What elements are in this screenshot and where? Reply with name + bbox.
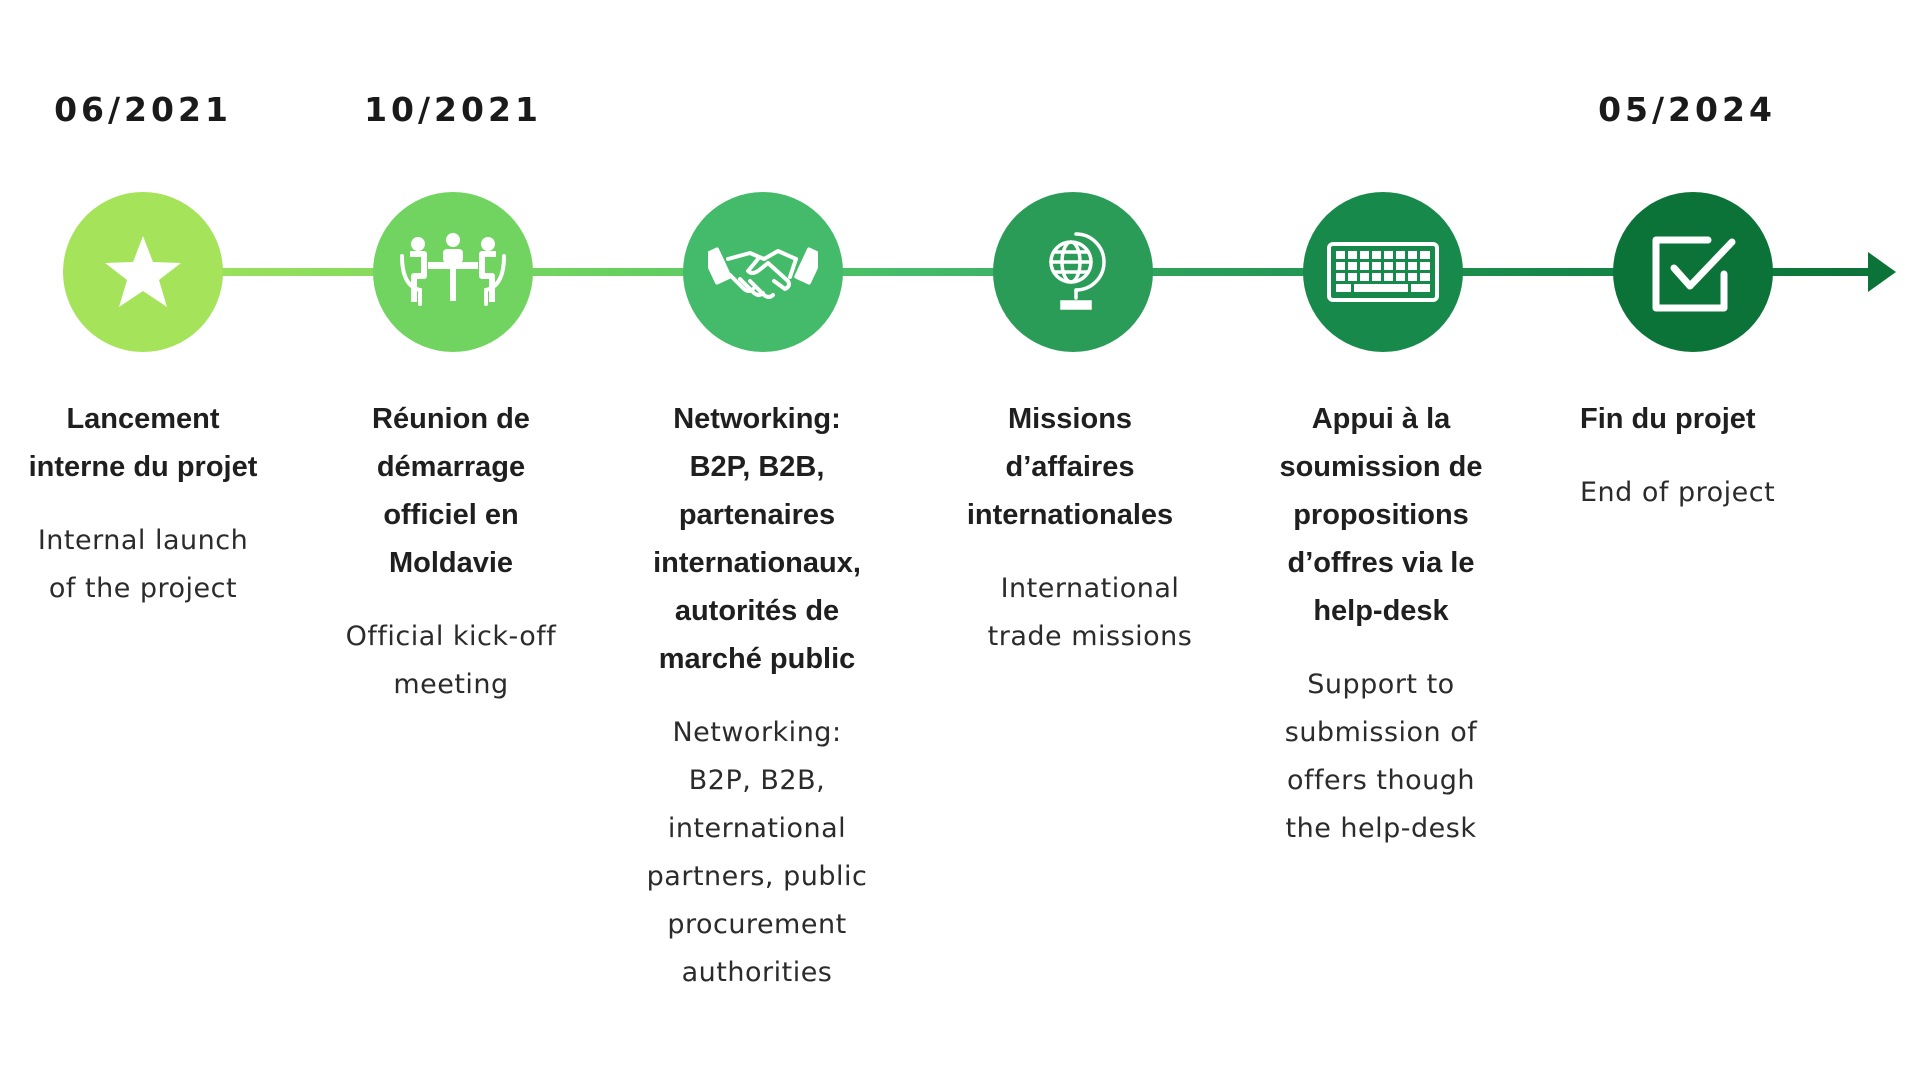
milestone-text-6: Fin du projet End of project — [1580, 395, 1840, 517]
milestone-title-4: Missions d’affaires internationales — [966, 403, 1174, 531]
milestone-desc-3: Networking: B2P, B2B, international part… — [646, 717, 868, 988]
milestone-node-6 — [1613, 192, 1773, 352]
handshake-icon — [708, 247, 818, 299]
meeting-table-icon — [400, 233, 506, 306]
milestone-text-1: Lancement interne du projet Internal lau… — [13, 395, 273, 613]
keyboard-icon — [1327, 242, 1439, 302]
milestone-node-2 — [373, 192, 533, 352]
milestone-node-3 — [683, 192, 843, 352]
globe-icon — [1049, 232, 1106, 310]
checkbox-icon — [1652, 236, 1736, 312]
milestone-title-2: Réunion de démarrage officiel en Moldavi… — [372, 403, 530, 579]
milestone-node-4 — [993, 192, 1153, 352]
milestone-title-1: Lancement interne du projet — [28, 403, 258, 483]
milestone-node-1 — [63, 192, 223, 352]
milestone-desc-6: End of project — [1580, 477, 1776, 508]
timeline-arrow-icon — [1868, 252, 1896, 292]
milestone-node-5 — [1303, 192, 1463, 352]
star-icon — [105, 236, 181, 307]
milestone-title-6: Fin du projet — [1580, 403, 1756, 435]
milestone-title-5: Appui à la soumission de propositions d’… — [1279, 403, 1483, 627]
date-label-6: 05/2024 — [1598, 90, 1776, 129]
milestone-desc-2: Official kick-off meeting — [345, 621, 557, 700]
date-label-2: 10/2021 — [364, 90, 542, 129]
milestone-text-3: Networking: B2P, B2B, partenaires intern… — [632, 395, 882, 997]
milestone-text-4: Missions d’affaires internationales Inte… — [945, 395, 1195, 661]
milestone-text-2: Réunion de démarrage officiel en Moldavi… — [326, 395, 576, 709]
milestone-title-3: Networking: B2P, B2B, partenaires intern… — [653, 403, 861, 675]
milestone-text-5: Appui à la soumission de propositions d’… — [1256, 395, 1506, 853]
date-label-1: 06/2021 — [54, 90, 232, 129]
milestone-desc-4: International trade missions — [987, 573, 1193, 652]
milestone-desc-5: Support to submission of offers though t… — [1284, 669, 1478, 844]
milestone-desc-1: Internal launch of the project — [37, 525, 249, 604]
